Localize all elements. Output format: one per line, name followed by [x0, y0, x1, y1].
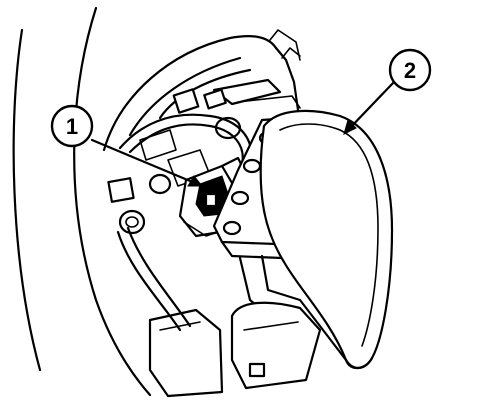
lens-inner-edge	[279, 123, 379, 347]
socket-terminal	[204, 192, 218, 208]
small-connector-top-2	[203, 88, 227, 110]
outer-panel-edge-inner	[73, 6, 152, 397]
lower-bracket	[148, 254, 348, 398]
rear-panel-components	[107, 88, 242, 235]
lower-left-block	[148, 308, 224, 398]
socket-lower-lip	[183, 221, 219, 237]
upper-bracket-lower-edge	[237, 95, 301, 109]
lower-wire-inner	[126, 226, 192, 328]
leader-line-1	[90, 138, 204, 188]
callout-1: 1	[50, 104, 94, 148]
callout-1-label: 1	[66, 114, 78, 139]
round-socket-lower	[118, 209, 146, 235]
housing-inner-curve	[128, 56, 242, 137]
callout-2: 2	[388, 48, 432, 92]
mounting-tab	[139, 129, 177, 161]
leader-line-2	[343, 80, 396, 135]
base-hole-3	[230, 190, 250, 206]
base-hole-4	[222, 220, 242, 236]
wire-loop-outer	[118, 113, 253, 167]
bracket-right-leg	[260, 254, 348, 362]
wire-harness	[116, 113, 253, 332]
leader-arrow-2	[343, 119, 357, 135]
base-hole-2	[242, 158, 262, 174]
upper-housing	[102, 29, 301, 152]
lower-left-block-detail	[159, 321, 201, 331]
housing-upper-curve	[102, 35, 278, 152]
lower-wire-outer	[116, 230, 182, 332]
lamp-lens	[259, 109, 394, 370]
callout-2-label: 2	[404, 58, 416, 83]
leader-line-1-shaft	[90, 138, 204, 188]
lens-outer	[259, 109, 394, 370]
leader-line-2-shaft	[346, 80, 396, 132]
leader-arrow-1	[187, 175, 204, 187]
outer-panel-edges	[12, 6, 152, 397]
upper-bracket-plate	[212, 78, 282, 106]
wire-loop-inner	[128, 123, 244, 167]
housing-tab-detail	[281, 47, 301, 59]
callout-1-circle	[50, 104, 94, 148]
outer-panel-edge-left	[12, 28, 42, 372]
square-connector-left	[107, 177, 135, 203]
callout-2-circle	[388, 48, 432, 92]
housing-top-right-edge	[274, 46, 300, 112]
small-connector-top	[172, 88, 200, 114]
mount-block-detail	[243, 321, 299, 331]
lower-mount-slot	[248, 362, 266, 378]
housing-tab	[269, 29, 301, 61]
housing-inner-curve-2	[158, 68, 252, 120]
lower-mount-block	[230, 301, 322, 390]
lens-bottom-tip	[344, 356, 374, 370]
round-socket-lower-inner	[125, 216, 139, 228]
round-socket-left	[148, 173, 172, 195]
